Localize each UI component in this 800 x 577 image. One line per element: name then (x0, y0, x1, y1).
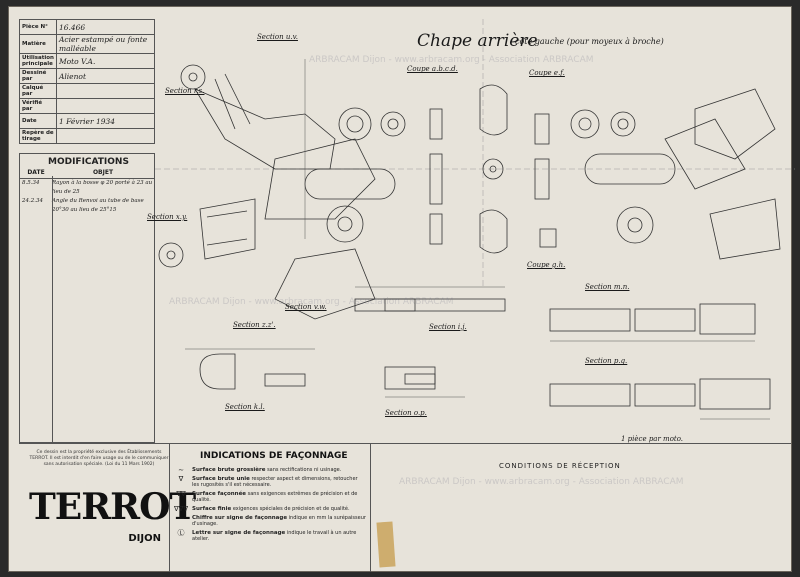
title-block-value (55, 98, 156, 114)
faconnage-desc: indique en mm la surépaisseur d'usinage. (192, 515, 366, 527)
modification-date: 8.5.34 (22, 180, 40, 186)
title-block-value (55, 128, 156, 144)
title-block-label: Utilisation principale (19, 53, 57, 69)
faconnage-symbol-icon: ∼ (178, 466, 184, 474)
legal-notice: Ce dessin est la propriété exclusive des… (29, 450, 169, 467)
faconnage-symbol-icon: ∇∇ (176, 490, 186, 498)
title-block-value: Acier estampé ou fonte malléable (55, 34, 156, 54)
modification-row: 8.5.34 Rayon à la bosse φ 20 porté à 23 a… (20, 179, 154, 197)
label-section-zz: Section z.z'. (233, 321, 276, 329)
faconnage-desc: respecter aspect et dimensions, retouche… (192, 476, 358, 488)
label-section-op: Section o.p. (385, 409, 427, 417)
faconnage-heading: INDICATIONS DE FAÇONNAGE (200, 451, 348, 461)
title-block-value: 16.466 (55, 19, 156, 35)
faconnage-desc: sans exigences extrêmes de précision et … (192, 491, 358, 503)
title-block-row: Calqué par (19, 83, 156, 99)
label-section-mn: Section m.n. (585, 283, 630, 291)
footer-panel: Ce dessin est la propriété exclusive des… (19, 443, 791, 572)
label-section-ij: Section i.j. (429, 323, 467, 331)
faconnage-title: Surface finie (192, 506, 232, 512)
faconnage-desc: exigences spéciales de précision et de q… (232, 506, 350, 512)
faconnage-panel: INDICATIONS DE FAÇONNAGE ∼ Surface brute … (169, 444, 371, 572)
title-block-value: Alienot (55, 68, 156, 84)
label-section-kl: Section k.l. (225, 403, 265, 411)
title-block-label: Pièce N° (19, 19, 57, 35)
faconnage-item: ∇∇ Surface façonnée sans exigences extrêm… (170, 490, 366, 504)
faconnage-symbol-icon: ∇∇∇ (173, 505, 189, 513)
modifications-panel: MODIFICATIONS DATE OBJET 8.5.34 Rayon à l… (19, 153, 155, 443)
label-section-xy: Section x.y. (147, 213, 188, 221)
faconnage-title: Surface brute grossière (192, 467, 266, 473)
title-block-label: Date (19, 113, 57, 129)
modification-date: 24.2.34 (22, 198, 43, 204)
faconnage-title: Surface brute unie (192, 476, 250, 482)
watermark: ARBRACAM Dijon - www.arbracam.org - Asso… (169, 297, 454, 307)
label-coupe-gh: Coupe g.h. (527, 261, 566, 269)
faconnage-item: ∼ Surface brute grossière sans rectificat… (170, 466, 366, 474)
faconnage-item: ∇ Surface brute unie respecter aspect et … (170, 475, 366, 489)
modification-row: 24.2.34 Angle du Renvoi au tube de base 2… (20, 197, 154, 215)
title-block-value: Moto V.A. (55, 53, 156, 69)
reception-heading: CONDITIONS DE RÉCEPTION (499, 462, 621, 470)
note-piece-count: 1 pièce par moto. (621, 435, 684, 443)
faconnage-title: Surface façonnée (192, 491, 247, 497)
label-section-rs: Section r.s. (165, 87, 205, 95)
faconnage-symbol-icon: — (177, 514, 185, 522)
modifications-col-date: DATE (27, 169, 45, 176)
label-section-pq: Section p.q. (585, 357, 628, 365)
watermark: ARBRACAM Dijon - www.arbracam.org - Asso… (399, 477, 684, 487)
faconnage-title: Lettre sur signe de façonnage (192, 530, 286, 536)
brand-city: DIJON (128, 533, 161, 544)
drawing-subtitle: coté gauche (pour moyeux à broche) (515, 37, 664, 46)
modification-objet: Rayon à la bosse φ 20 porté à 23 au lieu… (52, 180, 153, 195)
label-coupe-ef: Coupe e.f. (529, 69, 565, 77)
title-block-value: 1 Février 1934 (55, 113, 156, 129)
faconnage-title: Chiffre sur signe de façonnage (192, 515, 288, 521)
faconnage-desc: indique le travail à un autre atelier. (192, 530, 357, 542)
faconnage-item: — Chiffre sur signe de façonnage indique … (170, 514, 366, 528)
terrot-logo: TERROT DIJON (29, 486, 196, 544)
modification-objet: Angle du Renvoi au tube de base 20°30 au… (52, 198, 144, 213)
title-block-value (55, 83, 156, 99)
faconnage-item: ∇∇∇Surface finie exigences spéciales de … (170, 505, 366, 513)
modifications-heading: MODIFICATIONS (48, 157, 129, 167)
faconnage-desc: sans rectifications ni usinage. (267, 467, 342, 473)
watermark: ARBRACAM Dijon - www.arbracam.org - Asso… (309, 55, 594, 65)
faconnage-symbol-icon: Ⓛ (177, 529, 185, 537)
title-block-label: Dessiné par (19, 68, 57, 84)
title-block-row: Repère de tirage (19, 128, 156, 144)
modifications-col-objet: OBJET (92, 169, 114, 176)
title-block-row: Vérifié par (19, 98, 156, 114)
label-coupe-ab: Coupe a.b.c.d. (407, 65, 458, 73)
faconnage-symbol-icon: ∇ (178, 475, 184, 483)
label-section-vw: Section v.w. (285, 303, 327, 311)
title-block-label: Calqué par (19, 83, 57, 99)
title-block-label: Matière (19, 34, 57, 54)
drawing-title: Chape arrière (417, 31, 538, 51)
technical-drawing (155, 19, 795, 420)
brand-name: TERROT (29, 486, 196, 528)
adhesive-tape (376, 521, 396, 568)
title-block-label: Vérifié par (19, 98, 57, 114)
faconnage-item: Ⓛ Lettre sur signe de façonnage indique l… (170, 529, 366, 543)
title-block-row: Pièce N°16.466 (19, 19, 156, 35)
label-section-uv: Section u.v. (257, 33, 298, 41)
title-block-label: Repère de tirage (19, 128, 57, 144)
